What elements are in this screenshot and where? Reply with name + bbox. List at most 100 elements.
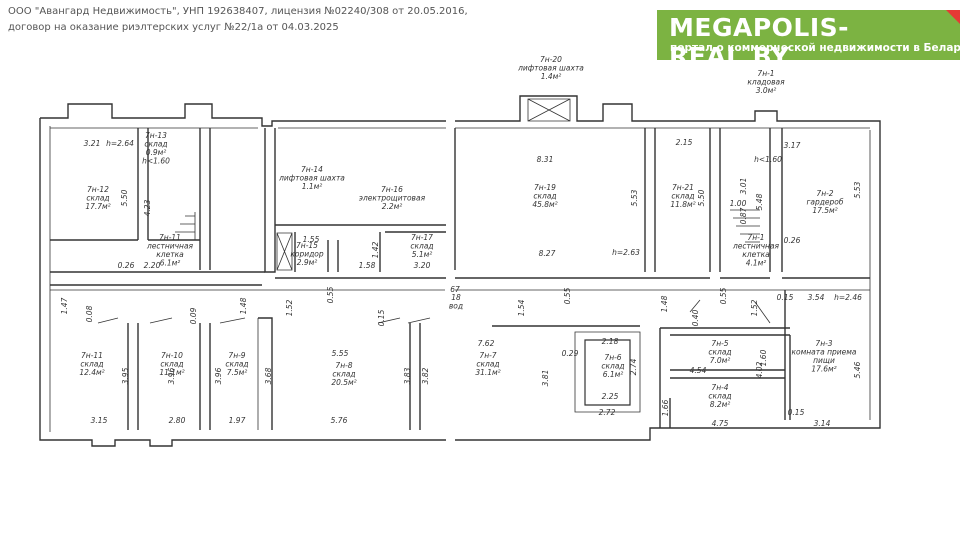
dimension-label: 0.29 [562,349,579,358]
dimension-label: 1.47 [60,297,69,314]
dimension-label: 0.15 [777,293,794,302]
dimension-label: 1.54 [517,299,526,316]
dimension-label: 0.15 [788,408,805,417]
dimension-label: 0.55 [719,287,728,304]
dimension-label: 1.66 [661,399,670,416]
header-text: ООО "Авангард Недвижимость", УНП 1926384… [8,4,528,36]
dimension-label: 67 [450,285,460,294]
dimension-label: 5.55 [332,349,349,358]
dimension-labels: 3.21 h=2.64 5.50 4.23 0.26 2.20 1.55 1.42 1.58 3.… [60,138,862,428]
dimension-label: 2.80 [169,416,186,425]
dimension-label: 3.21 [84,139,101,148]
dimension-label: 3.81 [541,370,550,387]
dimension-label: 1.58 [359,261,376,270]
dimension-label: 4.02 [755,361,764,378]
dimension-label: h=2.64 [106,139,134,148]
dimension-label: 7.62 [478,339,495,348]
dimension-label: 3.68 [264,367,273,384]
logo-tagline: портал о коммерческой недвижимости в Бел… [670,42,970,54]
dimension-label: 2.72 [599,408,616,417]
logo-name: MEGAPOLIS-REAL.BY [669,13,850,71]
dimension-label: 0.87 [739,207,748,224]
header-line-2: договор на оказание риэлтерских услуг №2… [8,22,339,33]
dimension-label: h=2.63 [612,248,640,257]
dimension-label: 1.48 [239,297,248,314]
dimension-label: 1.42 [371,241,380,258]
dimension-label: 0.08 [85,305,94,322]
dimension-label: 3.20 [414,261,431,270]
dimension-label: 1.52 [285,299,294,316]
header-line-1: ООО "Авангард Недвижимость", УНП 1926384… [8,6,468,17]
dimension-label: 3.96 [167,367,176,384]
dimension-label: 5.48 [755,193,764,210]
dimension-label: 5.50 [697,189,706,206]
dimension-label: 5.53 [630,189,639,206]
dimension-label: 2.20 [144,261,161,270]
dimension-label: 3.54 [808,293,825,302]
dimension-label: 2.74 [629,358,638,375]
dimension-label: 0.26 [118,261,135,270]
dimension-label: 2.18 [602,337,619,346]
dimension-label: h<1.60 [754,155,782,164]
dimension-label: 3.82 [421,367,430,384]
dimension-label: 3.83 [403,367,412,384]
dimension-label: 3.95 [121,367,130,384]
dimension-label: 0.09 [189,307,198,324]
dimension-label: 0.55 [563,287,572,304]
dimension-label: 5.53 [853,181,862,198]
dimension-label: 8.31 [537,155,554,164]
dimension-label: 3.01 [739,178,748,195]
dimension-label: 1.52 [750,299,759,316]
dimension-label: 2.25 [602,392,619,401]
dimension-label: h=2.46 [834,293,862,302]
dimension-label: 4.23 [143,199,152,216]
dimension-label: 0.26 [784,236,801,245]
dimension-label: 3.15 [91,416,108,425]
site-logo[interactable]: MEGAPOLIS-REAL.BY портал о коммерческой … [657,10,970,71]
dimension-label: 5.46 [853,361,862,378]
dimension-label: 3.96 [214,367,223,384]
dimension-label: 3.14 [814,419,831,428]
dimension-label: 0.40 [691,309,700,326]
dimension-label: 2.15 [676,138,693,147]
dimension-label: 5.50 [120,189,129,206]
dimension-label: 0.55 [326,286,335,303]
dimension-label: 1.97 [229,416,246,425]
dimension-label: 0.15 [377,309,386,326]
dimension-label: 4.54 [690,366,707,375]
dimension-label: 1.60 [759,349,768,366]
dimension-label: 5.76 [331,416,348,425]
logo-corner-icon [946,10,960,24]
dimension-label: 1.55 [303,235,320,244]
dimension-label: 1.00 [730,199,747,208]
dimension-label: 1.48 [660,295,669,312]
dimension-label: 8.27 [539,249,556,258]
dimension-label: 4.75 [712,419,729,428]
dimension-label: 3.17 [784,141,801,150]
